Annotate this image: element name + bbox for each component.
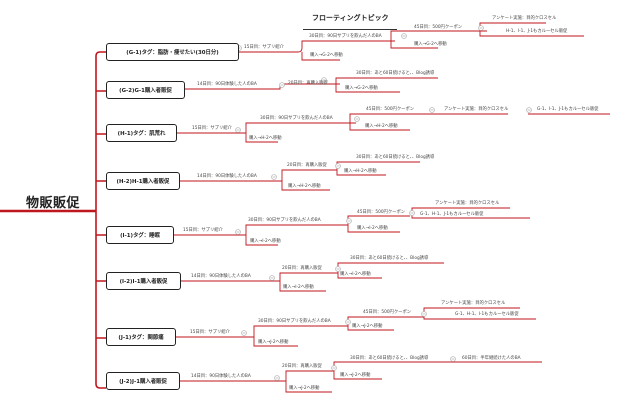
j2-day20-node[interactable]: 20日目：再購入販促 [282, 364, 322, 369]
topic-h1[interactable]: (H-1)タグ：肌荒れ [106, 124, 177, 142]
i2-buy20-node[interactable]: 購入→I-2へ移動 [283, 285, 314, 290]
g2-first-node[interactable]: 14日目：90日体験した人のBA [197, 82, 257, 87]
j2-day60-node[interactable]: 60日目：半年継続けた人のBA [462, 356, 521, 361]
h1-day45-node[interactable]: 45日目：500円クーポン [366, 107, 415, 112]
j1-survey-node[interactable]: アンケート実施：目的クロスセル [441, 301, 506, 306]
j2-connectors [180, 361, 542, 393]
j1-day45-node[interactable]: 45日目：500円クーポン [363, 310, 412, 315]
topic-g1[interactable]: (G-1)タグ：脂肪・痩せたい(30日分) [106, 43, 239, 61]
h1-carousel-node[interactable]: G-1、I-1、J-1もカルーセル販促 [537, 107, 599, 112]
j2-buy20-node[interactable]: 購入→J-2へ移動 [289, 386, 320, 391]
j1-connectors [176, 307, 536, 347]
g2-buy-node[interactable]: 購入→G-2へ移動 [345, 86, 378, 91]
floating-topic-underline [303, 29, 397, 30]
j2-day30-node[interactable]: 30日目：あと60日続けると、、Blog誘導 [350, 356, 429, 361]
i1-buy45-node[interactable]: 購入→I-2へ移動 [357, 226, 388, 231]
g1-connectors [238, 22, 584, 61]
root-topic[interactable]: 物販販促 [26, 196, 81, 211]
i2-buy30-node[interactable]: 購入→I-2へ移動 [340, 272, 371, 277]
root-spine [95, 51, 106, 389]
g1-buy45-node[interactable]: 購入→G-2へ移動 [414, 42, 447, 47]
g2-day30-node[interactable]: 30日目：あと60日続けると、、Blog誘導 [356, 71, 435, 76]
i1-survey-node[interactable]: アンケート実施：目的クロスセル [435, 201, 500, 206]
h1-buy30-node[interactable]: 購入→H-2へ移動 [249, 136, 282, 141]
topic-i2[interactable]: (I-2)I-1購入者販促 [106, 272, 181, 290]
i1-buy30-node[interactable]: 購入→I-2へ移動 [250, 239, 281, 244]
topic-g2[interactable]: (G-2)G-1購入者販促 [106, 81, 185, 99]
h2-buy30-node[interactable]: 購入→H-2へ移動 [344, 169, 377, 174]
g2-day20-node[interactable]: 20日目：再購入販促 [288, 81, 328, 86]
h2-day20-node[interactable]: 20日目：再購入販促 [287, 163, 327, 168]
i1-carousel-node[interactable]: G-1、H-1、J-1もカルーセル販促 [420, 212, 484, 217]
g1-carousel-node[interactable]: H-1、I-1、J-1もカルーセル販促 [506, 29, 568, 34]
g1-day45-node[interactable]: 45日目：500円クーポン [414, 25, 463, 30]
j1-carousel-node[interactable]: G-1、H-1、I-1もカルーセル販促 [455, 312, 519, 317]
i1-day45-node[interactable]: 45日目：500円クーポン [357, 210, 406, 215]
topic-h2[interactable]: (H-2)H-1購入者販促 [106, 172, 180, 190]
h1-buy45-node[interactable]: 購入→H-2へ移動 [365, 124, 398, 129]
j1-buy45-node[interactable]: 購入→J-2へ移動 [352, 324, 383, 329]
h2-first-node[interactable]: 14日目：90日体験した人のBA [197, 174, 257, 179]
h1-day30-node[interactable]: 30日目：90日サプリを飲んだ人のBA [260, 116, 333, 121]
g1-buy30-node[interactable]: 購入→G-2へ移動 [310, 53, 343, 58]
h2-day30-node[interactable]: 30日目：あと60日続けると、、Blog誘導 [356, 155, 435, 160]
h1-connectors [177, 113, 610, 143]
h1-survey-node[interactable]: アンケート実施：目的クロスセル [444, 107, 509, 112]
h2-buy20-node[interactable]: 購入→H-2へ移動 [288, 184, 321, 189]
h1-first-node[interactable]: 15日目：サプリ紹介 [192, 126, 232, 131]
i1-day30-node[interactable]: 30日目：90日サプリを飲んだ人のBA [248, 218, 321, 223]
i1-connectors [174, 207, 530, 246]
topic-j1[interactable]: (J-1)タグ：関節痛 [106, 328, 176, 346]
j1-first-node[interactable]: 15日目：サプリ紹介 [190, 330, 230, 335]
g1-first-node[interactable]: 15日目：サプリ紹介 [244, 45, 284, 50]
j1-day30-node[interactable]: 30日目：90日サプリを飲んだ人のBA [258, 319, 331, 324]
h2-connectors [180, 161, 420, 191]
i1-first-node[interactable]: 15日目：サプリ紹介 [183, 228, 223, 233]
g1-day30-node[interactable]: 30日目：90日サプリを飲んだ人のBA [309, 34, 382, 39]
g1-survey-node[interactable]: アンケート実施：目的クロスセル [492, 16, 557, 21]
i2-day20-node[interactable]: 20日目：再購入販促 [282, 266, 322, 271]
topic-j2[interactable]: (J-2)J-1購入者販促 [106, 372, 180, 390]
topic-i1[interactable]: (I-1)タグ：睡眠 [106, 226, 174, 244]
j1-buy30-node[interactable]: 購入→J-2へ移動 [258, 340, 289, 345]
floating-topic[interactable]: フローティングトピック [312, 14, 389, 22]
i2-day30-node[interactable]: 30日目：あと60日続けると、、Blog誘導 [350, 256, 429, 261]
j2-first-node[interactable]: 14日目：90日体験した人のBA [191, 374, 251, 379]
i2-connectors [181, 262, 444, 292]
j2-buy30-node[interactable]: 購入→J-2へ移動 [340, 373, 371, 378]
i2-first-node[interactable]: 14日目：90日体験した人のBA [191, 274, 251, 279]
g2-connectors [185, 77, 438, 93]
